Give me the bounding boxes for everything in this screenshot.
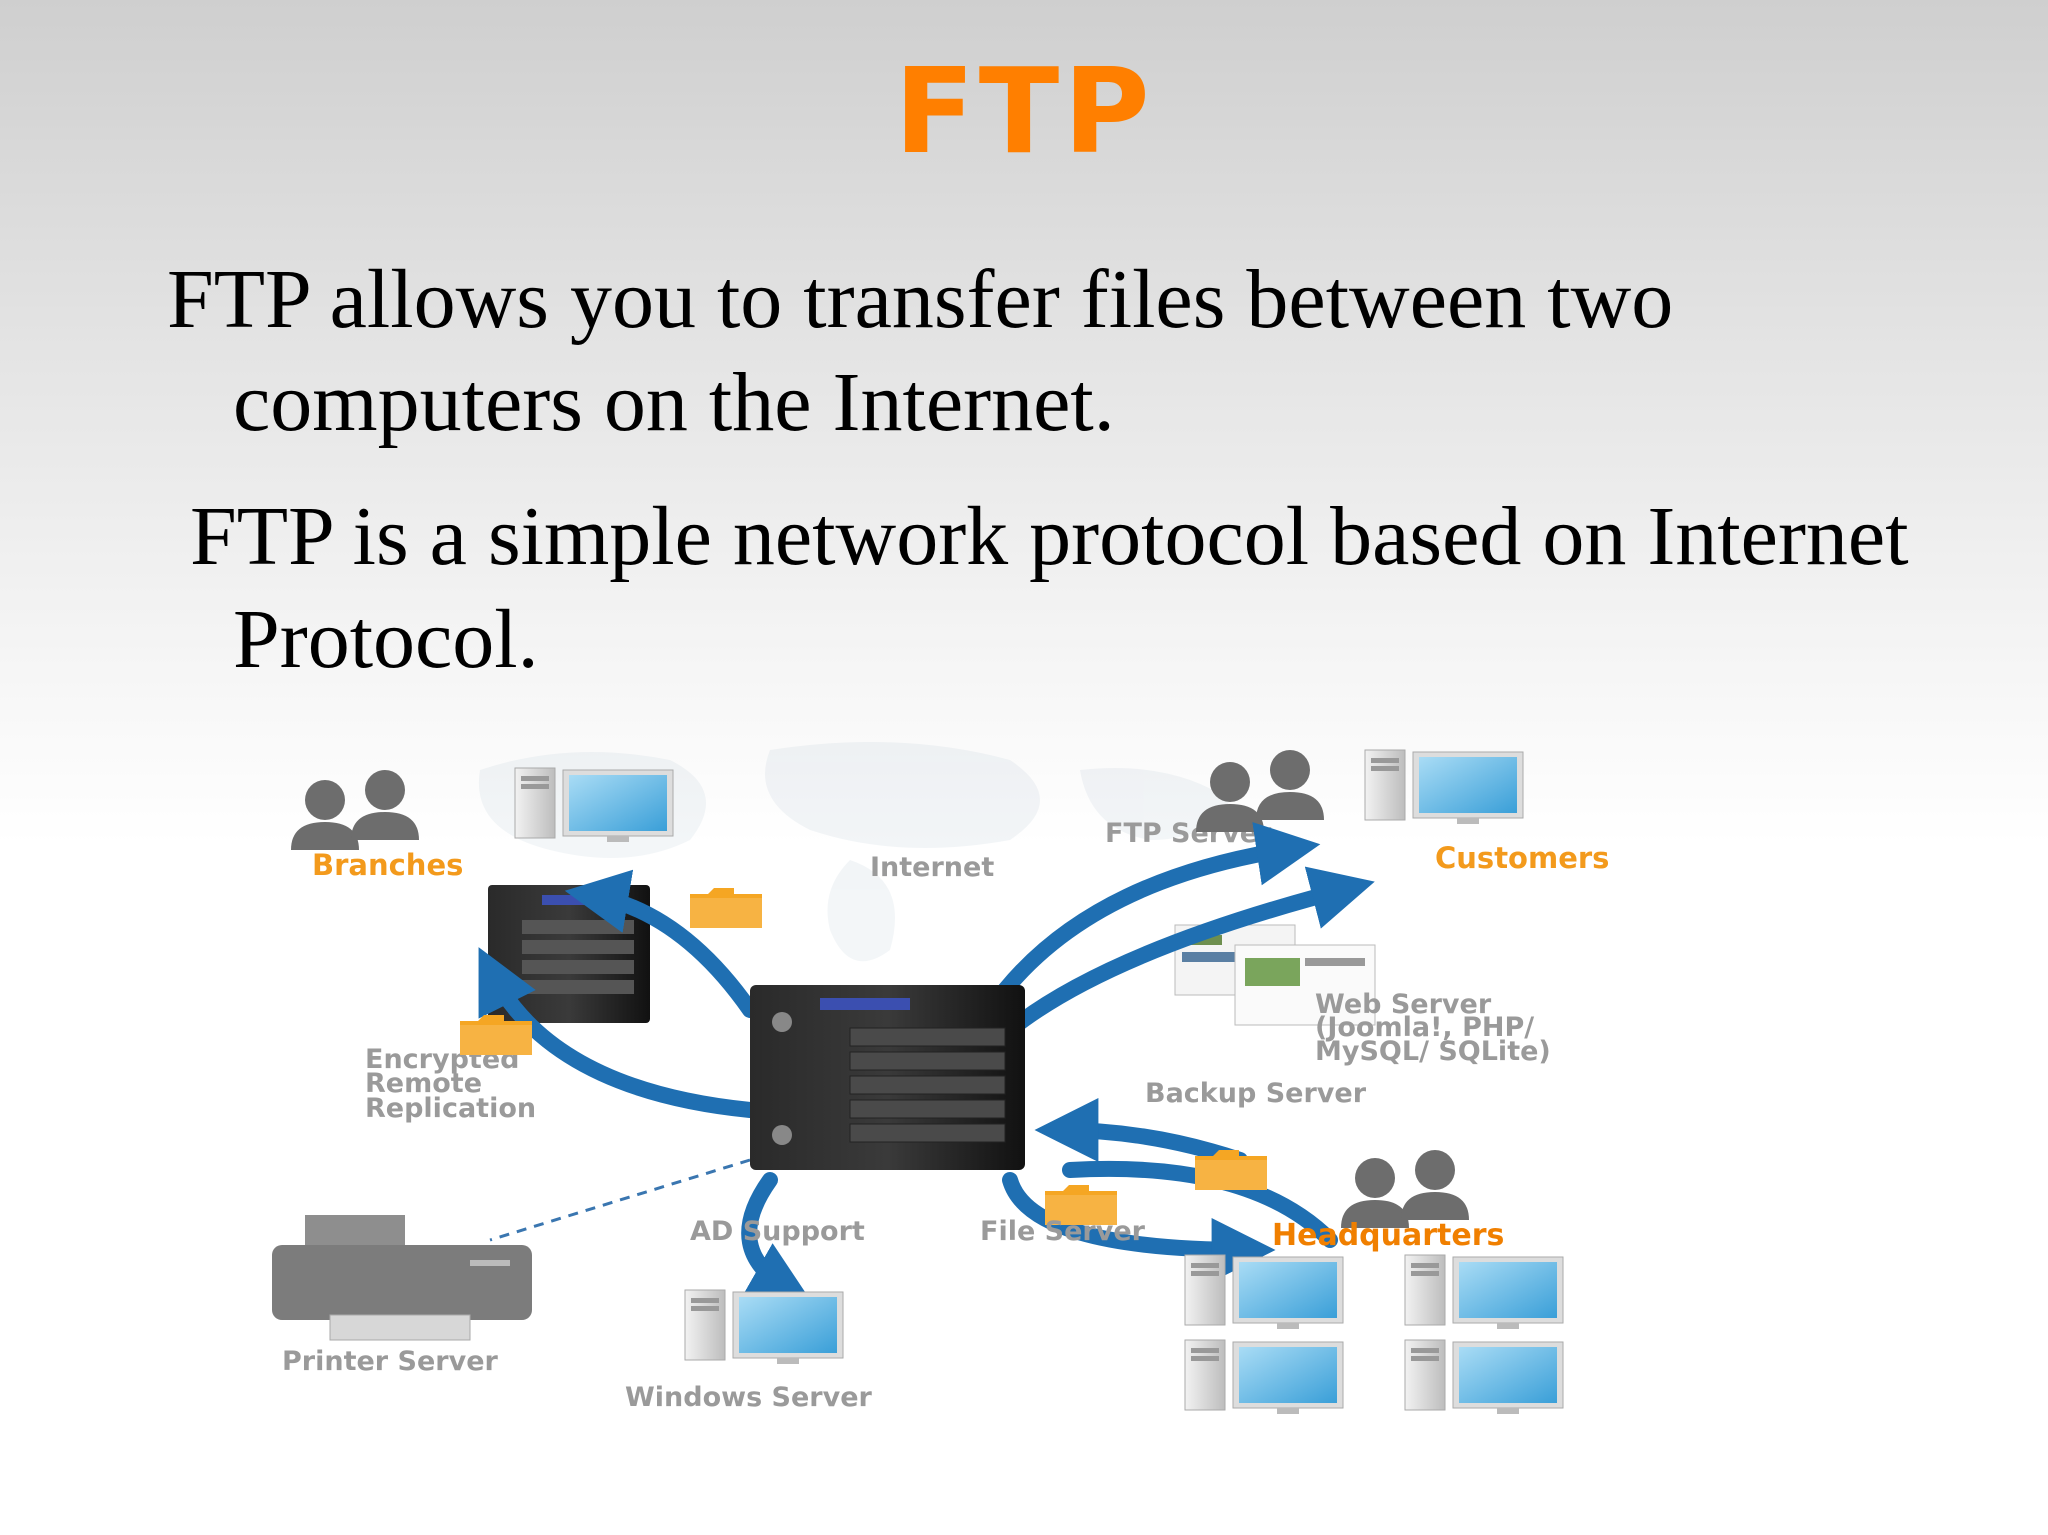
branches-computer-icon: [514, 767, 674, 843]
internet-label: Internet: [870, 852, 994, 883]
ftp-network-diagram: Branches Internet FTP Server Customers W…: [250, 730, 1700, 1430]
web-server-label-line-3: MySQL/ SQLite): [1315, 1036, 1551, 1067]
ad-support-label: AD Support: [690, 1216, 865, 1247]
data-flow-arrows: [478, 822, 1375, 1303]
bullet-1-line-2: computers on the Internet.: [233, 356, 1115, 449]
bullet-1: FTP allows you to transfer files between…: [167, 248, 1967, 454]
bullet-2-line-1: FTP is a simple network protocol based o…: [190, 490, 1909, 583]
arrow-icon-to-headquarters: [1002, 1172, 1276, 1282]
headquarters-computer-icon-3: [1184, 1339, 1344, 1415]
arrow-icon-to-branches: [564, 869, 758, 1018]
printer-icon: [272, 1215, 532, 1341]
encrypted-label-line-3: Replication: [365, 1093, 536, 1124]
arrow-icon-to-web-server: [1002, 866, 1375, 1038]
customers-computer-icon: [1364, 749, 1524, 825]
file-server-label: File Server: [980, 1216, 1146, 1247]
printer-link-line: [489, 1158, 751, 1242]
headquarters-computer-icon-2: [1404, 1254, 1564, 1330]
folder-icon-replication: [460, 1015, 532, 1055]
arrow-icon-to-branch-replication: [478, 947, 758, 1118]
branches-people-icon: [291, 770, 419, 850]
web-server-label-line-2: (Joomla!, PHP/: [1315, 1012, 1534, 1043]
folder-icon-internet: [690, 888, 762, 928]
windows-server-computer-icon: [684, 1289, 844, 1365]
headquarters-computer-icon-4: [1404, 1339, 1564, 1415]
slide-title: FTP: [894, 42, 1154, 180]
windows-server-label: Windows Server: [625, 1382, 873, 1413]
printer-server-label: Printer Server: [282, 1346, 499, 1377]
headquarters-people-icon: [1341, 1150, 1469, 1228]
customers-label: Customers: [1435, 841, 1609, 875]
arrow-icon-from-backup: [1034, 1098, 1248, 1168]
bullet-1-line-1: FTP allows you to transfer files between…: [167, 253, 1674, 346]
headquarters-label: Headquarters: [1272, 1218, 1504, 1253]
main-nas-server-icon: [750, 985, 1025, 1170]
web-server-label-line-1: Web Server: [1315, 989, 1492, 1020]
arrow-icon-to-ftp-server: [982, 822, 1321, 1018]
bullet-2-line-2: Protocol.: [233, 593, 539, 686]
encrypted-label-line-2: Remote: [365, 1068, 482, 1099]
bullet-2: FTP is a simple network protocol based o…: [190, 485, 1990, 691]
headquarters-computer-icon-1: [1184, 1254, 1344, 1330]
backup-server-label: Backup Server: [1145, 1078, 1367, 1109]
customers-people-icon: [1196, 750, 1324, 832]
branches-label: Branches: [312, 848, 463, 882]
arrow-icon-to-windows-server: [740, 1172, 813, 1303]
folder-icon-backup: [1195, 1150, 1267, 1190]
